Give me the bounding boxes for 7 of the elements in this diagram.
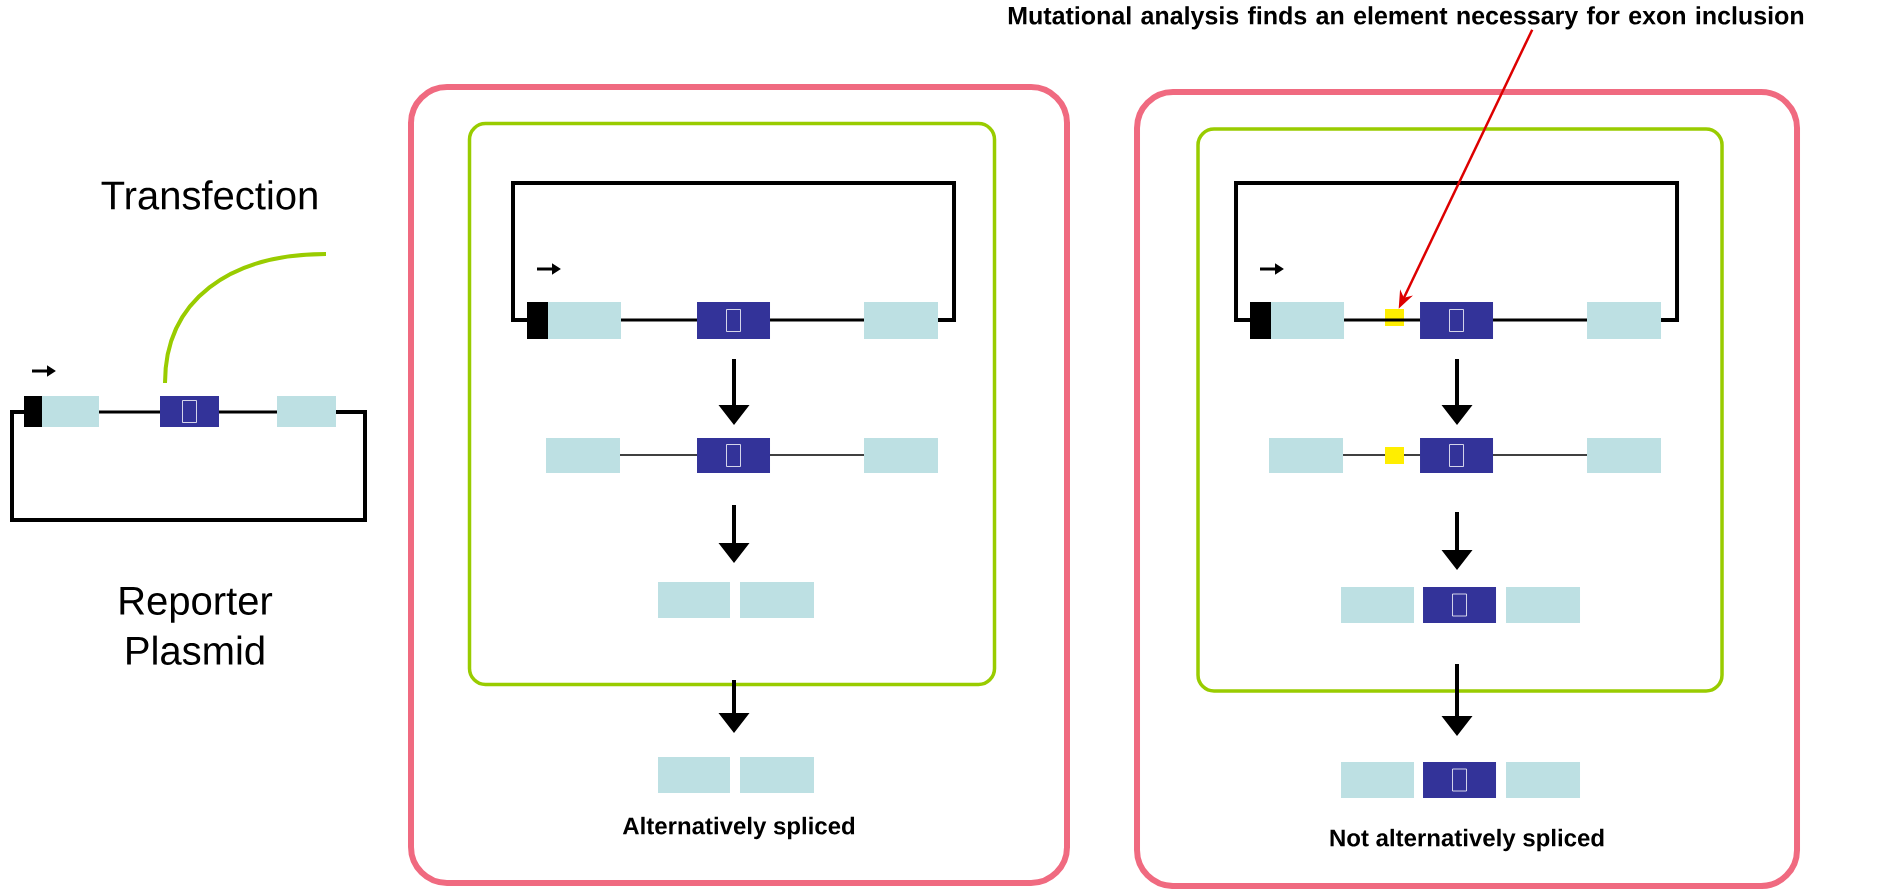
- panel: Alternatively spliced: [408, 84, 1070, 886]
- cell-outline: [1196, 127, 1724, 693]
- caption: Reporter Plasmid: [120, 587, 273, 665]
- annotation: Mutational analysis finds an element necessary for exon inclusion: [1008, 6, 1804, 30]
- cell-outline: [467, 121, 997, 687]
- heading: Transfection: [101, 180, 317, 210]
- panel: Not alternatively spliced: [1134, 89, 1800, 889]
